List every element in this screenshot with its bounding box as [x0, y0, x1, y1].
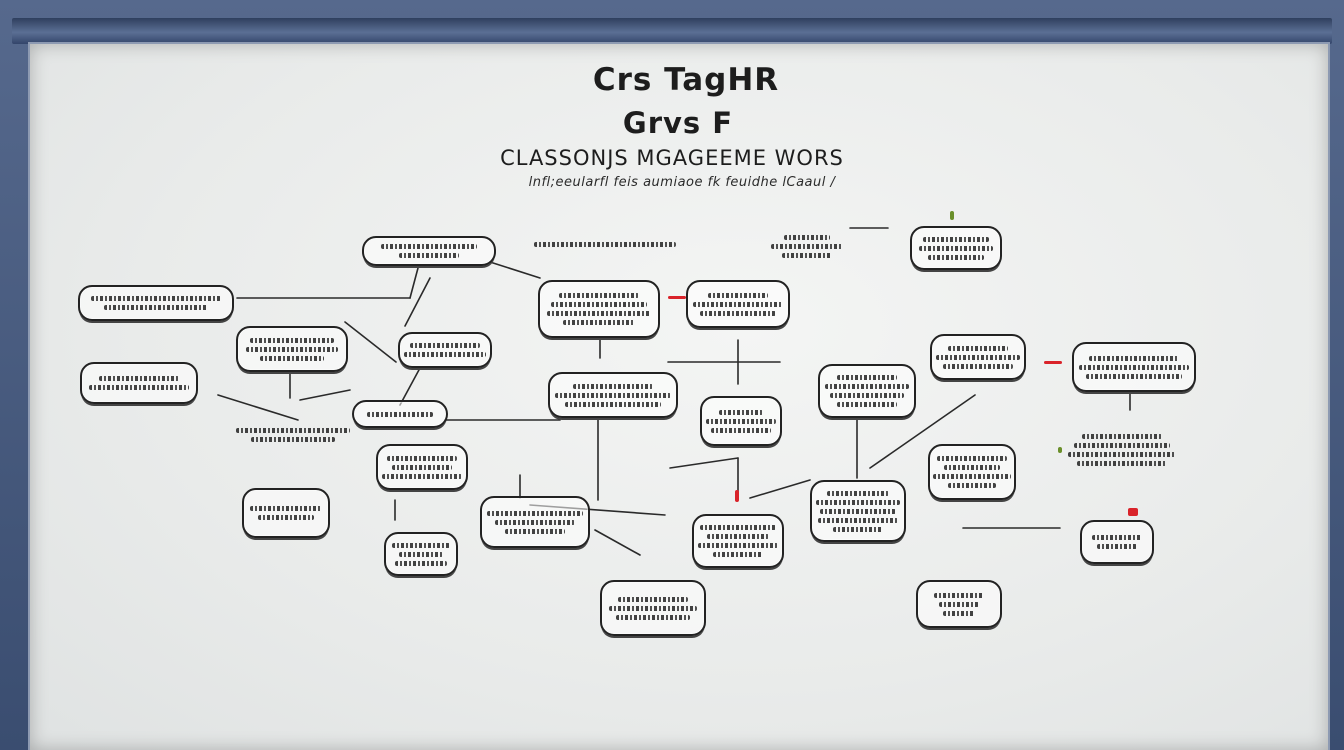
- diagram-node: [376, 444, 468, 490]
- connector: [489, 261, 541, 279]
- diagram-node: [930, 334, 1026, 380]
- diagram-node: [538, 280, 660, 338]
- diagram-node: [916, 580, 1002, 628]
- diagram-node: [928, 444, 1016, 500]
- diagram-node: [910, 226, 1002, 270]
- diagram-node: [480, 496, 590, 548]
- diagram-node: [548, 372, 678, 418]
- red-marker-accent: [735, 490, 739, 502]
- board-title-line-1: Crs TagHR: [592, 62, 780, 98]
- red-marker-accent: [1128, 508, 1138, 516]
- connector: [869, 394, 976, 469]
- diagram-node: [362, 236, 496, 266]
- diagram-node: [810, 480, 906, 542]
- connector: [299, 389, 351, 401]
- diagram-node: [80, 362, 198, 404]
- diagram-node: [692, 514, 784, 568]
- green-marker-accent: [950, 211, 954, 220]
- diagram-node: [686, 280, 790, 328]
- connector: [409, 267, 419, 299]
- diagram-node: [1066, 424, 1178, 476]
- red-marker-accent: [1044, 361, 1062, 364]
- diagram-node: [398, 332, 492, 368]
- whiteboard-top-rail: [12, 18, 1332, 44]
- diagram-node: [768, 224, 846, 268]
- diagram-node: [600, 580, 706, 636]
- red-marker-accent: [668, 296, 686, 299]
- connector: [594, 529, 641, 556]
- diagram-node: [232, 422, 354, 448]
- connector: [399, 367, 421, 406]
- connector: [749, 479, 811, 499]
- connector: [344, 321, 397, 363]
- connector: [217, 394, 299, 421]
- diagram-node: [1072, 342, 1196, 392]
- diagram-node: [530, 233, 680, 255]
- diagram-node: [78, 285, 234, 321]
- diagram-node: [818, 364, 916, 418]
- diagram-node: [352, 400, 448, 428]
- board-title-line-3: CLASSONJS MGAGEEME WORS: [500, 146, 844, 170]
- diagram-node: [242, 488, 330, 538]
- board-subtitle: lnfl;eeularfl feis aumiaoe fk feuidhe lC…: [528, 175, 836, 190]
- diagram-node: [236, 326, 348, 372]
- connector: [669, 457, 739, 469]
- diagram-node: [384, 532, 458, 576]
- board-title-line-2: Grvs F: [622, 106, 734, 140]
- connector: [404, 277, 431, 327]
- diagram-node: [1080, 520, 1154, 564]
- green-marker-accent: [1058, 447, 1062, 453]
- diagram-node: [700, 396, 782, 446]
